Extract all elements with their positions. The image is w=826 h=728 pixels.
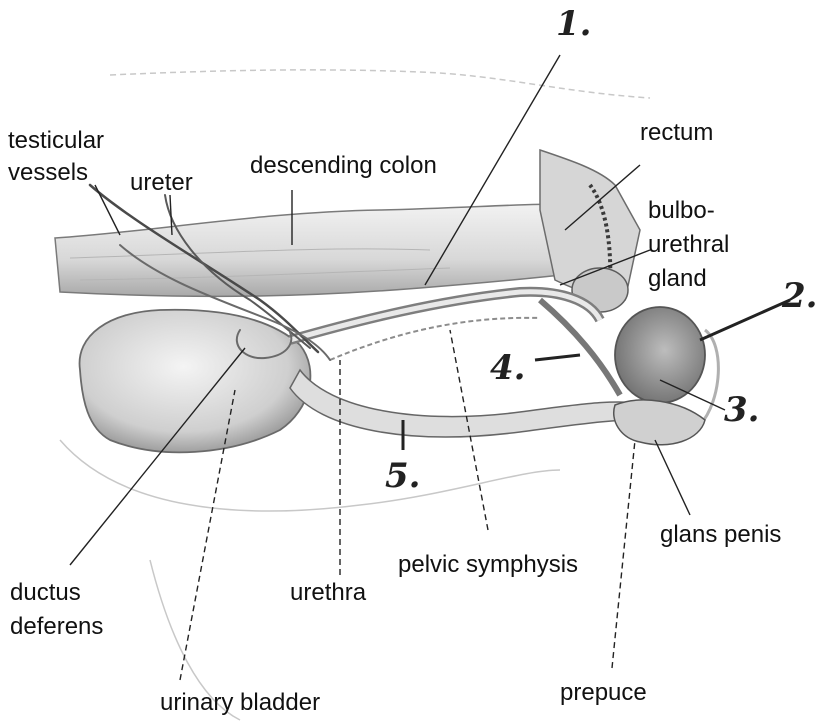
label-bulbourethral-line2: urethral [648,232,729,258]
descending-colon [55,204,605,296]
label-ductus-deferens-line1: ductus [10,580,81,606]
prepuce [614,400,705,445]
urethra-course [290,292,600,360]
leader-testicular-vessels [95,185,120,235]
number-1: 1. [556,6,592,42]
leader-glans-penis [655,440,690,515]
label-prepuce: prepuce [560,680,647,706]
label-urethra: urethra [290,580,366,606]
label-bulbourethral-line3: gland [648,266,707,292]
urinary-bladder [80,310,311,453]
label-urinary-bladder: urinary bladder [160,690,320,716]
label-testicular-vessels-line1: testicular [8,128,104,154]
label-ureter: ureter [130,170,193,196]
back-contour [110,70,650,98]
leader-prepuce [612,440,635,668]
label-bulbourethral-line1: bulbo- [648,198,715,224]
label-ductus-deferens-line2: deferens [10,614,103,640]
label-pelvic-symphysis: pelvic symphysis [398,552,578,578]
leader-2 [700,300,790,340]
number-5: 5. [385,458,421,494]
belly-contour [60,440,560,511]
label-glans-penis: glans penis [660,522,781,548]
label-descending-colon: descending colon [250,153,437,179]
leader-4 [535,355,580,360]
number-3: 3. [724,392,760,428]
number-2: 2. [782,278,818,314]
label-testicular-vessels-line2: vessels [8,160,88,186]
number-4: 4. [490,350,526,386]
label-rectum: rectum [640,120,713,146]
